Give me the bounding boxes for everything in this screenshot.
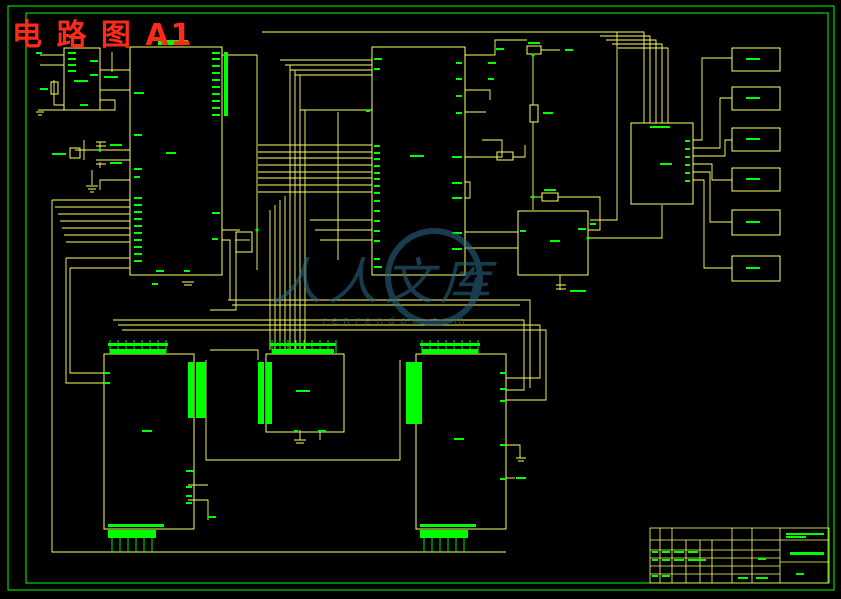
microcontroller-ic <box>129 46 223 276</box>
sheet-title: 电 路 图 A1 <box>12 18 194 53</box>
resistor-3 <box>496 151 514 161</box>
resistor-1 <box>526 45 542 55</box>
memory-ic-right <box>415 353 507 530</box>
ground-1 <box>86 185 98 193</box>
regulator-ic <box>63 47 101 111</box>
peripheral-ic-right <box>517 210 589 276</box>
output-block-1 <box>731 47 781 72</box>
resistor-4 <box>541 192 559 202</box>
title-block-text <box>652 533 824 579</box>
ground-3 <box>516 457 526 462</box>
ground-4 <box>294 439 306 444</box>
resistor-5 <box>50 81 59 95</box>
memory-ic-left <box>103 353 195 530</box>
junction-dots <box>98 53 590 240</box>
capacitor-1 <box>96 141 106 147</box>
title-block <box>649 527 830 584</box>
latch-ic-middle <box>265 353 345 433</box>
ground-2 <box>36 111 44 116</box>
resistor-2 <box>529 104 539 123</box>
output-block-4 <box>731 167 781 192</box>
decoder-ic <box>630 122 694 205</box>
output-block-5 <box>731 209 781 236</box>
relay-driver <box>235 231 253 253</box>
crystal <box>69 147 81 159</box>
main-controller-ic <box>371 46 466 276</box>
capacitor-3 <box>556 284 566 290</box>
output-block-6 <box>731 255 781 282</box>
pin-labels <box>36 40 760 538</box>
capacitor-2 <box>96 159 106 165</box>
wires <box>38 31 732 553</box>
output-block-2 <box>731 86 781 111</box>
drawing-frame <box>7 5 835 591</box>
components <box>36 45 781 530</box>
ground-5 <box>182 281 194 286</box>
output-block-3 <box>731 127 781 152</box>
pin-leads <box>109 340 479 552</box>
